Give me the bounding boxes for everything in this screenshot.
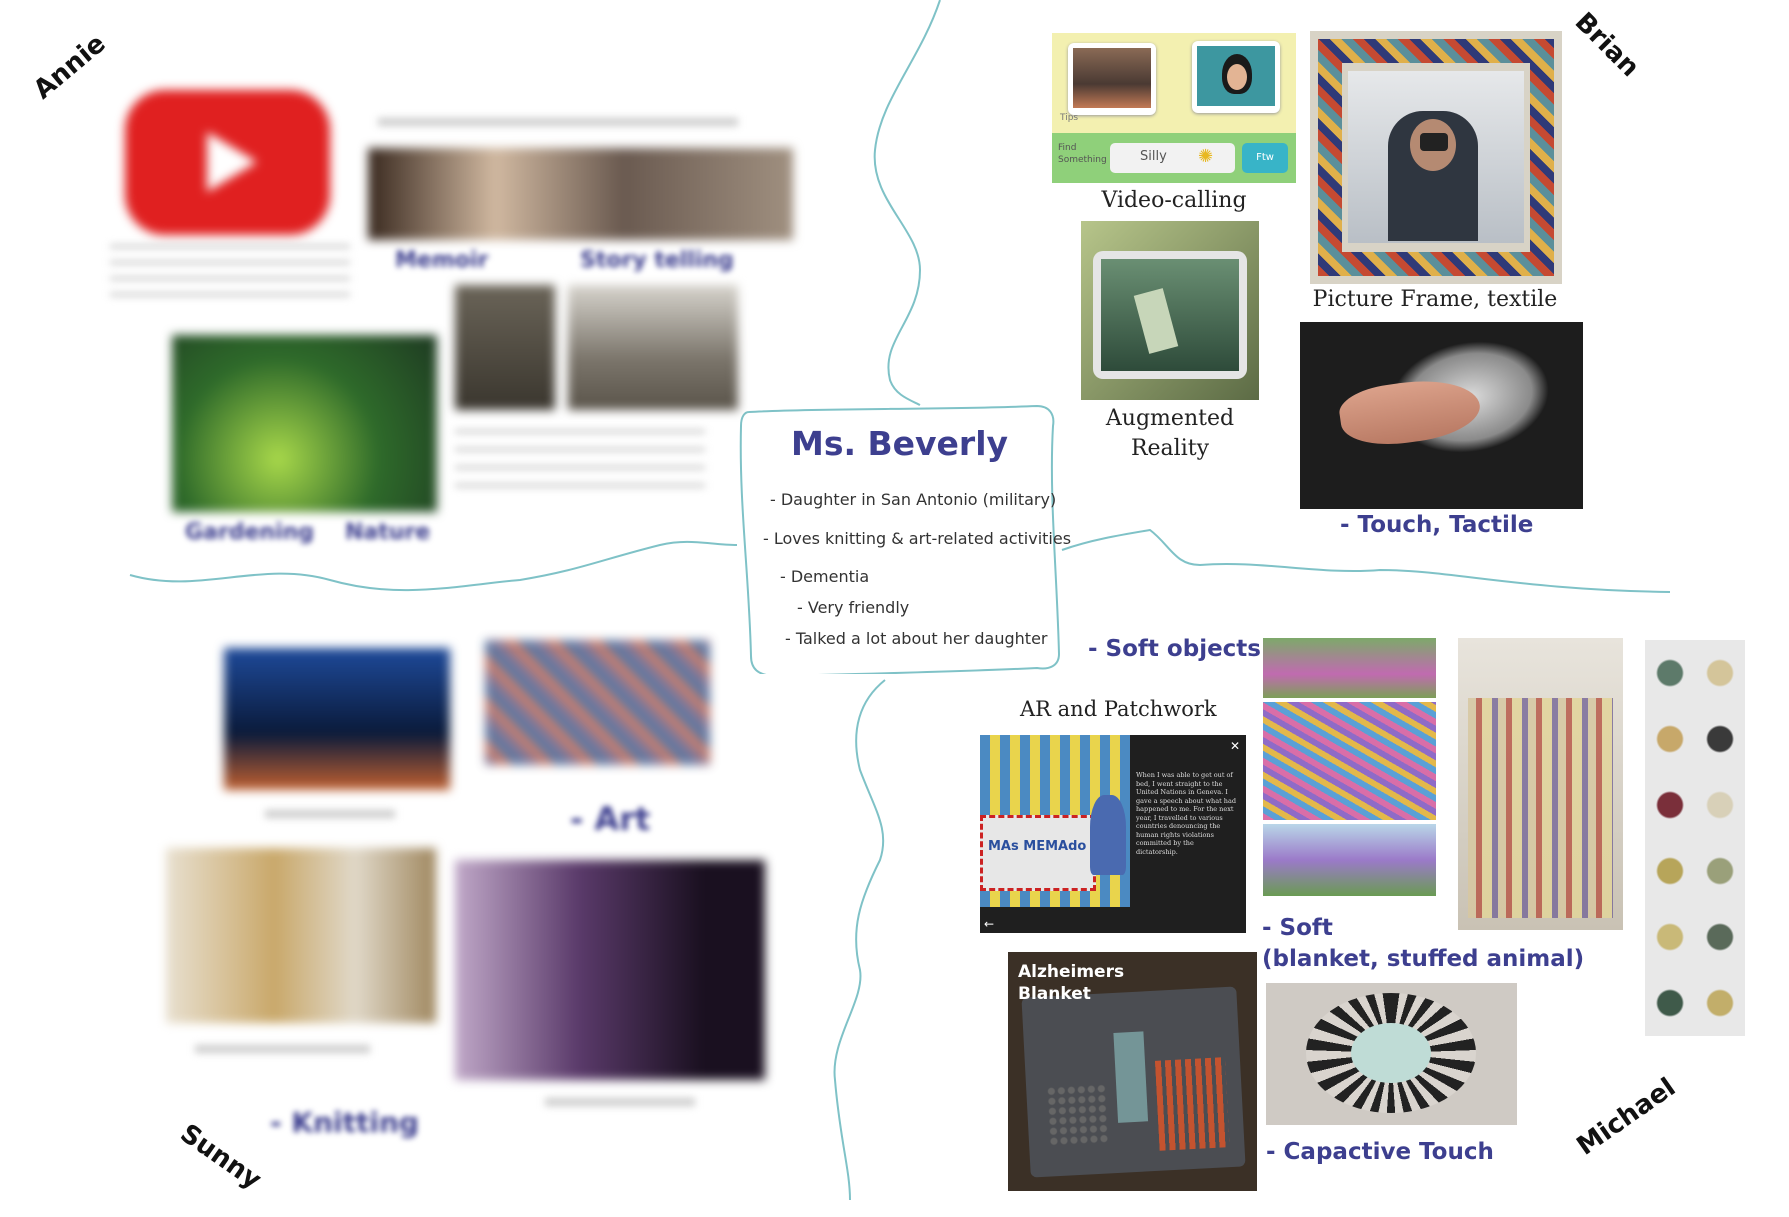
soft-objects-label: - Soft objects xyxy=(1088,636,1261,662)
capacitive-touch-image xyxy=(1266,983,1517,1125)
memoir-image xyxy=(368,148,793,240)
capacitive-touch-label: - Capactive Touch xyxy=(1266,1139,1494,1165)
augmented-reality-image xyxy=(1081,221,1259,400)
youtube-logo xyxy=(125,90,330,235)
play-icon xyxy=(207,132,257,192)
story-text: When I was able to get out of bed, I wen… xyxy=(1136,771,1236,856)
annie-caption-photo xyxy=(455,430,705,490)
sunny-art: - Art xyxy=(570,800,651,838)
sunny-caption-3 xyxy=(195,1045,370,1053)
sunny-knitting: - Knitting xyxy=(270,1106,419,1139)
sunny-caption-4 xyxy=(545,1098,695,1106)
ftw-button[interactable]: Ftw xyxy=(1242,143,1288,173)
sunny-caption-1 xyxy=(265,810,395,818)
tips-label: Tips xyxy=(1060,113,1079,123)
ar-patchwork-caption: AR and Patchwork xyxy=(1020,697,1217,721)
dried-flowers-image xyxy=(1645,640,1745,1036)
textile-hanging-image xyxy=(1458,638,1623,930)
close-icon[interactable]: ✕ xyxy=(1229,739,1240,753)
find-label-1: Find xyxy=(1058,143,1077,153)
note-talked: - Talked a lot about her daughter xyxy=(785,629,1048,648)
soft-collage-image xyxy=(1263,638,1436,896)
picture-frame-caption: Picture Frame, textile xyxy=(1312,287,1558,312)
sun-icon: ✺ xyxy=(1198,146,1214,167)
note-knitting: - Loves knitting & art-related activitie… xyxy=(763,529,1072,548)
soft-label-1: - Soft xyxy=(1262,915,1333,941)
annie-caption-youtube xyxy=(110,245,350,305)
alzheimers-blanket-image: Alzheimers Blanket xyxy=(1008,952,1257,1191)
soft-label-2: (blanket, stuffed animal) xyxy=(1262,946,1585,972)
portrait-photo-1 xyxy=(455,285,555,410)
touch-tactile-image xyxy=(1300,322,1583,509)
ar-caption-2: Reality xyxy=(1130,436,1210,461)
ar-caption-1: Augmented xyxy=(1105,406,1235,431)
blanket-title-1: Alzheimers xyxy=(1018,962,1125,982)
gardening-image xyxy=(172,335,437,512)
annie-story: Story telling xyxy=(580,248,734,273)
annie-nature: Nature xyxy=(345,520,431,545)
sunny-image-1 xyxy=(224,648,450,790)
sunny-image-4 xyxy=(455,860,765,1080)
note-daughter: - Daughter in San Antonio (military) xyxy=(770,490,1057,509)
blanket-title-2: Blanket xyxy=(1018,984,1091,1004)
center-card xyxy=(739,404,1061,674)
back-arrow-icon[interactable]: ← xyxy=(984,917,995,931)
annie-gardening: Gardening xyxy=(185,520,315,545)
ar-patchwork-image: MAs MEMAdo When I was able to get out of… xyxy=(980,735,1246,933)
persona-title: Ms. Beverly xyxy=(790,424,1009,463)
note-dementia: - Dementia xyxy=(780,567,870,586)
annie-caption-url xyxy=(378,118,738,126)
touch-tactile-label: - Touch, Tactile xyxy=(1340,512,1534,538)
patch-text: MAs MEMAdo xyxy=(988,839,1087,854)
video-calling-caption: Video-calling xyxy=(1101,188,1247,213)
annie-memoir: Memoir xyxy=(395,248,489,273)
silly-field[interactable]: Silly ✺ xyxy=(1110,143,1235,173)
sunny-image-2 xyxy=(485,640,710,765)
note-friendly: - Very friendly xyxy=(797,598,910,617)
video-calling-image: Tips Find Something Silly ✺ Ftw xyxy=(1052,33,1296,183)
portrait-photo-2 xyxy=(568,285,738,410)
picture-frame-image xyxy=(1310,31,1562,284)
find-label-2: Something xyxy=(1058,155,1107,165)
sunny-image-3 xyxy=(166,848,436,1023)
